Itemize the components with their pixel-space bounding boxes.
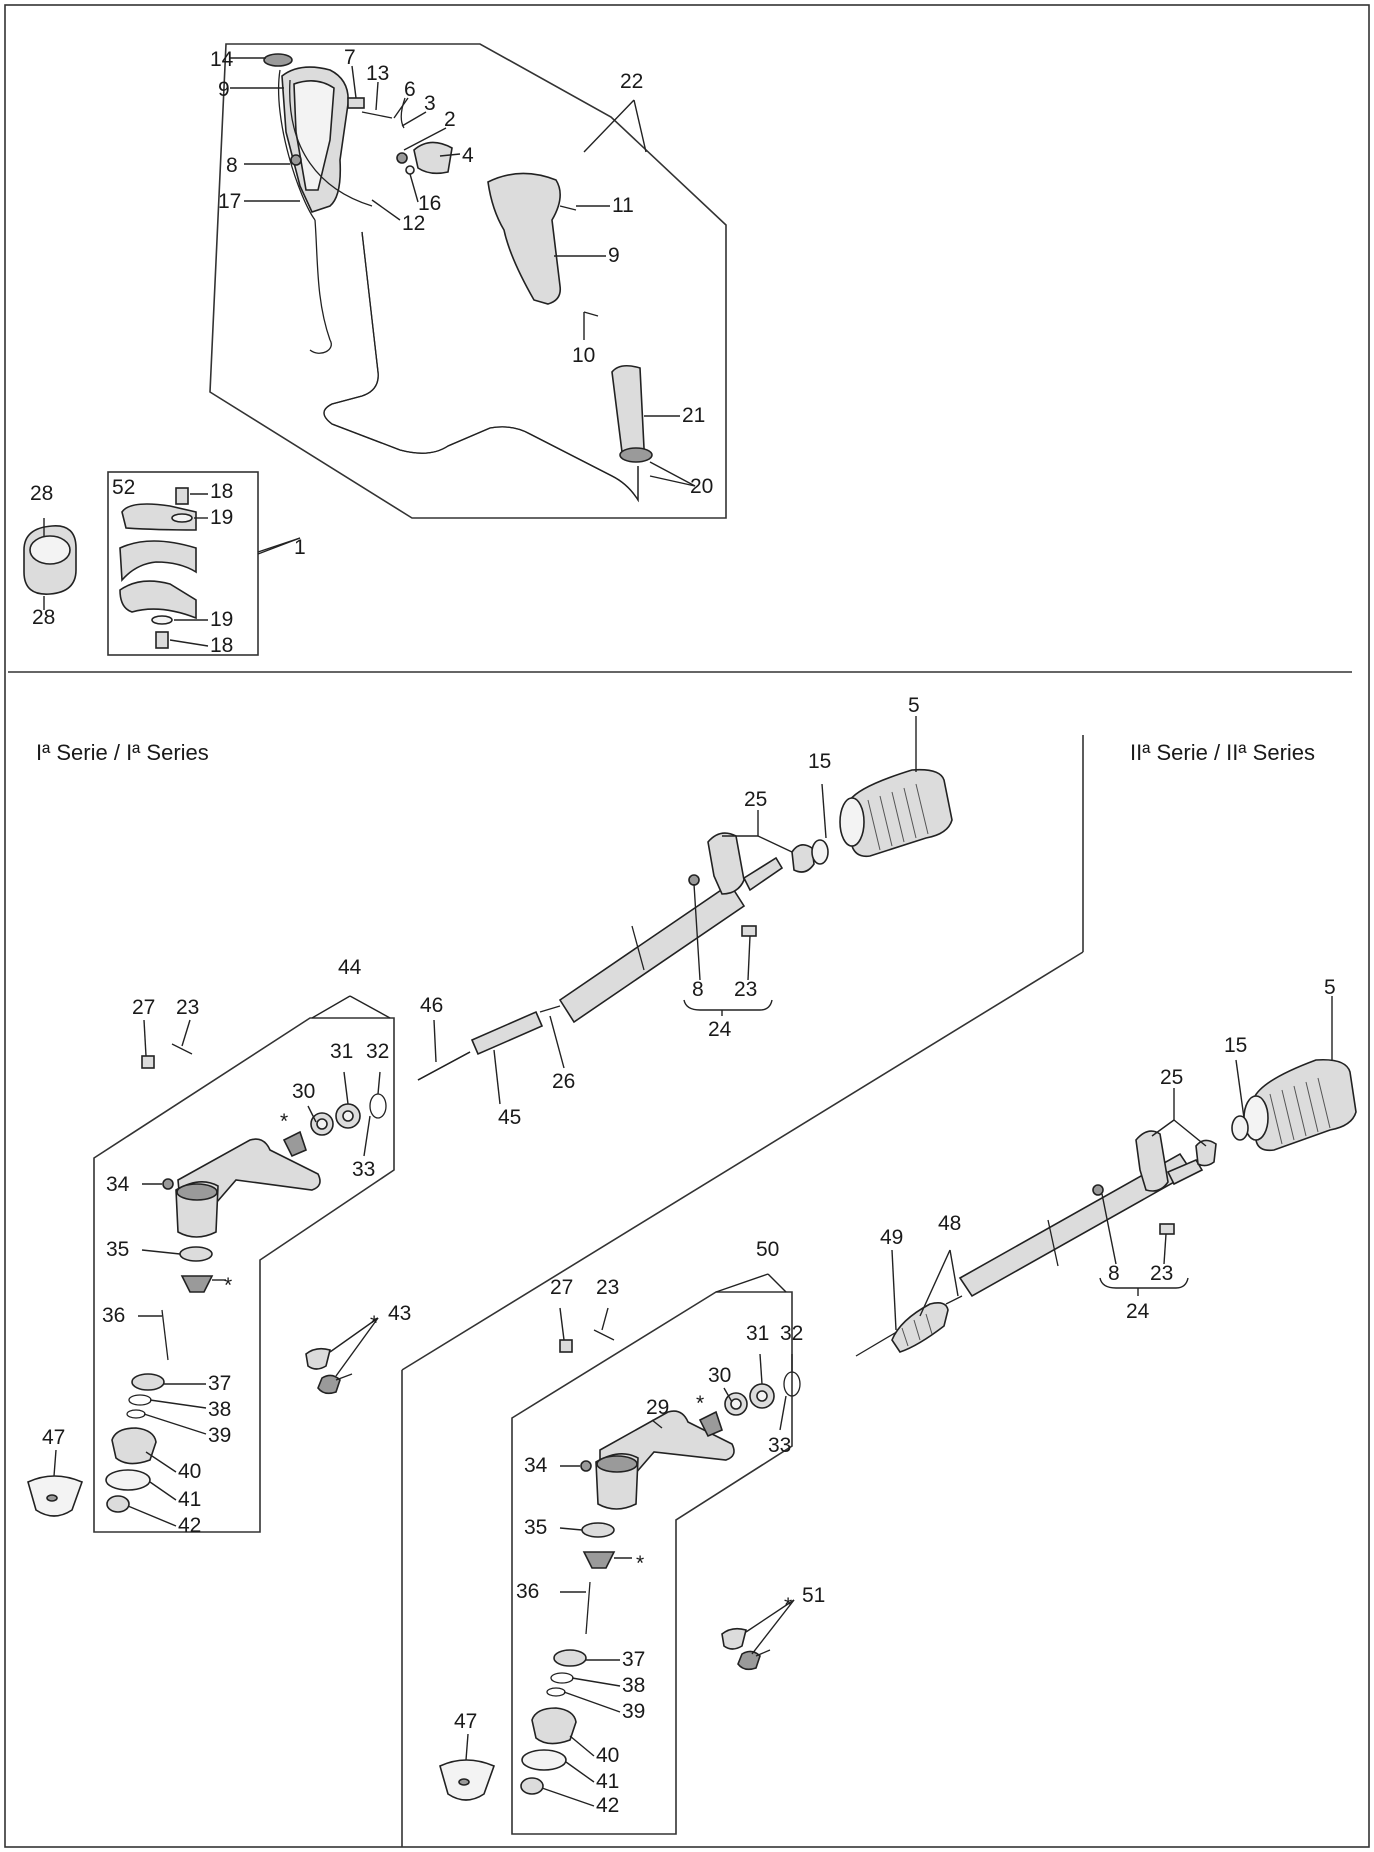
callout-8: 8 [226,154,238,177]
callout-15b: 15 [1224,1034,1247,1057]
callout-52: 52 [112,476,135,499]
series-2-tube-assembly [855,1058,1357,1357]
handle-assembly-22 [209,43,727,519]
callout-23c: 23 [1150,1262,1173,1285]
clamp-kit-1 [23,471,259,656]
callout-28a: 28 [30,482,53,505]
callout-49: 49 [880,1226,903,1249]
callout-50: 50 [756,1238,779,1261]
callout-47b: 47 [454,1710,477,1733]
callout-23b: 23 [176,996,199,1019]
leader-lines [43,57,1333,1807]
callout-32a: 32 [366,1040,389,1063]
callout-31a: 31 [330,1040,353,1063]
callout-24a: 24 [708,1018,732,1041]
callout-45: 45 [498,1106,521,1129]
callout-22: 22 [620,70,643,93]
callout-23a: 23 [734,978,757,1001]
callout-39b: 39 [622,1700,645,1723]
callout-41a: 41 [178,1488,201,1511]
callout-star6: * [784,1594,792,1617]
callout-18b: 18 [210,634,233,657]
callout-6: 6 [404,78,416,101]
callout-18a: 18 [210,480,233,503]
callout-star1: * [280,1110,288,1133]
callout-37b: 37 [622,1648,645,1671]
callout-5a: 5 [908,694,920,717]
callout-9b: 9 [608,244,620,267]
callout-11: 11 [612,194,634,217]
callout-40b: 40 [596,1744,619,1767]
callout-36b: 36 [516,1580,539,1603]
callout-labels: 14 9 7 13 6 3 2 22 4 8 17 16 12 11 9 10 … [30,46,1336,1817]
callout-19a: 19 [210,506,233,529]
callout-16: 16 [418,192,441,215]
callout-46: 46 [420,994,443,1017]
callout-32b: 32 [780,1322,803,1345]
callout-19b: 19 [210,608,233,631]
callout-34b: 34 [524,1454,548,1477]
callout-35a: 35 [106,1238,129,1261]
callout-38a: 38 [208,1398,231,1421]
callout-24b: 24 [1126,1300,1150,1323]
callout-8b: 8 [692,978,704,1001]
callout-42a: 42 [178,1514,201,1537]
callout-43: 43 [388,1302,411,1325]
callout-47a: 47 [42,1426,65,1449]
series-2-gear-head-50 [439,1291,801,1835]
callout-37a: 37 [208,1372,231,1395]
callout-30a: 30 [292,1080,315,1103]
callout-41b: 41 [596,1770,619,1793]
series-1-gear-head-44 [27,1017,395,1533]
callout-4: 4 [462,144,474,167]
callout-14: 14 [210,48,234,71]
series-2-title: IIª Serie / IIª Series [1130,740,1315,765]
callout-star3: * [370,1312,378,1335]
callout-39a: 39 [208,1424,231,1447]
callout-8c: 8 [1108,1262,1120,1285]
callout-12: 12 [402,212,425,235]
callout-15a: 15 [808,750,831,773]
callout-17: 17 [218,190,241,213]
callout-34a: 34 [106,1173,130,1196]
callout-25b: 25 [1160,1066,1183,1089]
callout-star2: * [224,1274,232,1297]
callout-25a: 25 [744,788,767,811]
callout-5b: 5 [1324,976,1336,999]
callout-51: 51 [802,1584,825,1607]
callout-20: 20 [690,475,713,498]
callout-star4: * [696,1392,704,1415]
series-1-title: Iª Serie / Iª Series [36,740,209,765]
callout-44: 44 [338,956,362,979]
callout-30b: 30 [708,1364,731,1387]
callout-36a: 36 [102,1304,125,1327]
callout-7: 7 [344,46,356,69]
callout-42b: 42 [596,1794,619,1817]
callout-10: 10 [572,344,595,367]
callout-33a: 33 [352,1158,375,1181]
series-1-tube-assembly [401,735,1084,1847]
callout-1: 1 [294,536,306,559]
callout-9: 9 [218,78,230,101]
callout-26: 26 [552,1070,575,1093]
callout-2: 2 [444,108,456,131]
callout-35b: 35 [524,1516,547,1539]
callout-48: 48 [938,1212,961,1235]
callout-27b: 27 [550,1276,573,1299]
page-frame [4,4,1370,1848]
callout-29: 29 [646,1396,669,1419]
callout-star5: * [636,1552,644,1575]
callout-21: 21 [682,404,705,427]
callout-33b: 33 [768,1434,791,1457]
callout-23d: 23 [596,1276,619,1299]
callout-28b: 28 [32,606,55,629]
callout-3: 3 [424,92,436,115]
callout-40a: 40 [178,1460,201,1483]
callout-27a: 27 [132,996,155,1019]
callout-38b: 38 [622,1674,645,1697]
callout-31b: 31 [746,1322,769,1345]
callout-13: 13 [366,62,389,85]
